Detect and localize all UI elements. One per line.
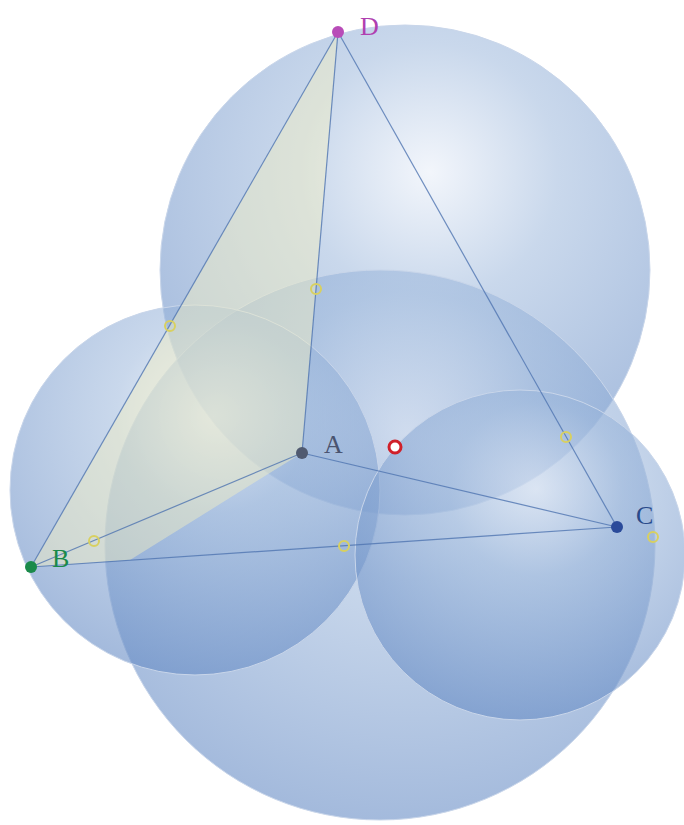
shaded-face (31, 32, 338, 567)
common-point (389, 441, 401, 453)
vertex-label: D (360, 14, 379, 40)
tetrahedron-edges (31, 32, 617, 567)
vertex-label: C (636, 503, 653, 529)
vertex-a (296, 447, 308, 459)
vertex-label: B (52, 546, 69, 572)
vertex-d (332, 26, 344, 38)
vertex-label: A (324, 432, 343, 458)
sphere-c (355, 390, 684, 720)
vertex-b (25, 561, 37, 573)
tangent-points (89, 284, 658, 551)
vertex-c (611, 521, 623, 533)
